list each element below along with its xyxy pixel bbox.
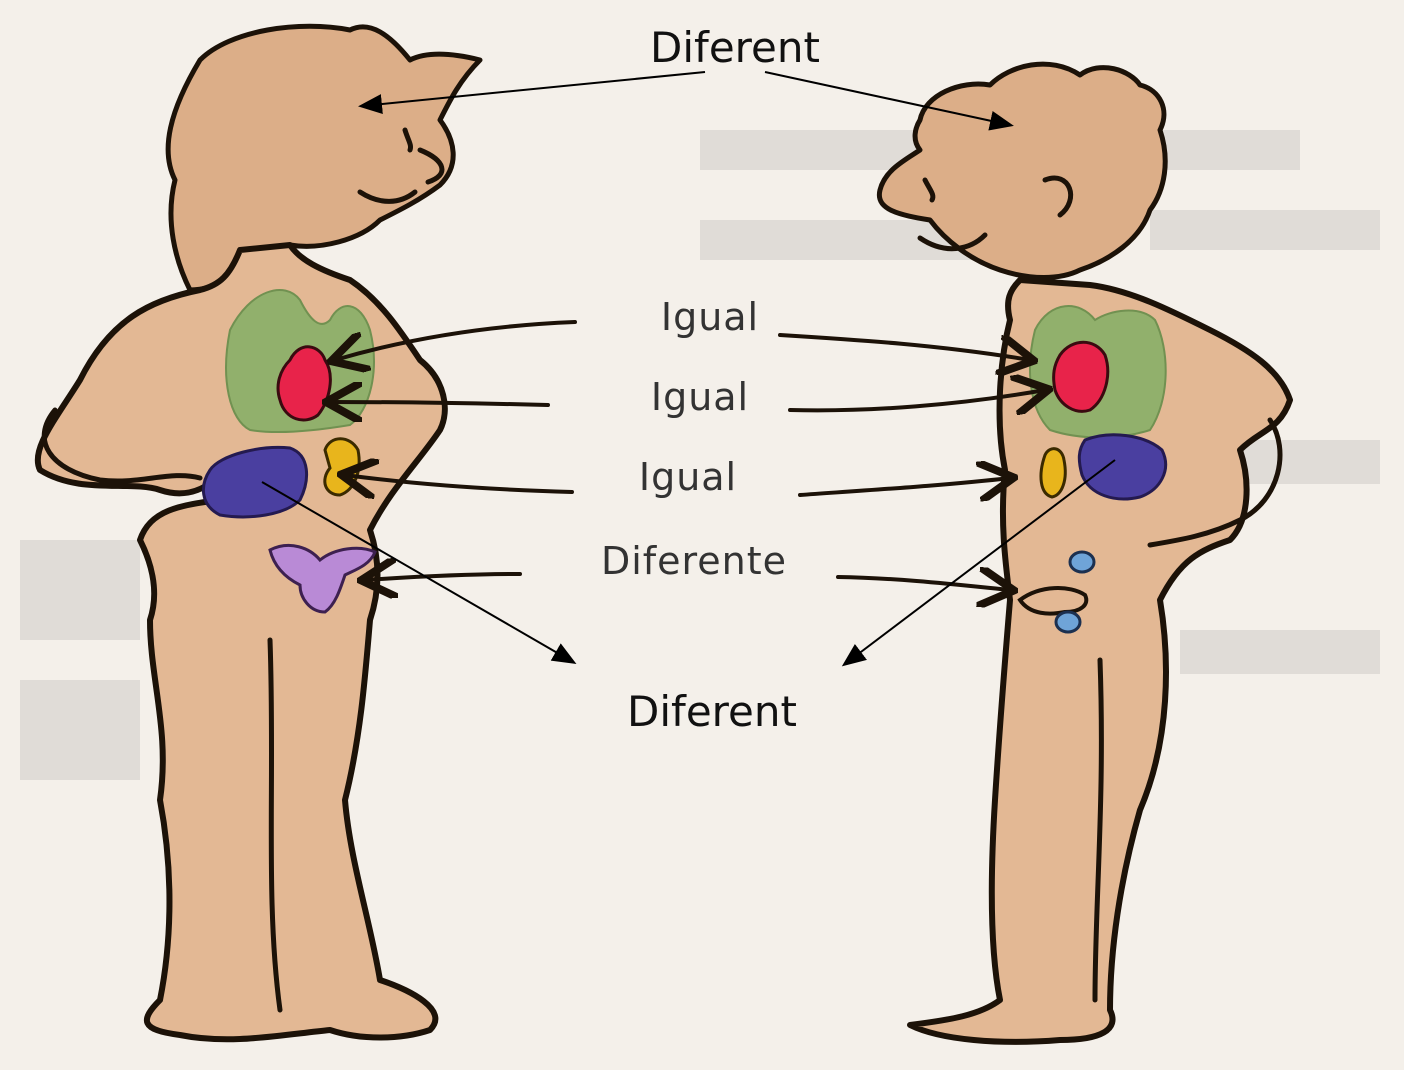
reproductive-label: Diferente xyxy=(601,539,787,583)
male-heart xyxy=(1054,342,1108,411)
male-stomach xyxy=(1079,435,1165,499)
top-label: Diferent xyxy=(650,23,820,72)
digestive-label: Igual xyxy=(639,455,737,499)
lungs-label: Igual xyxy=(661,295,759,339)
bottom-label: Diferent xyxy=(627,687,797,736)
male-testis-upper xyxy=(1070,552,1094,572)
male-penis xyxy=(1020,588,1086,614)
male-liver xyxy=(1041,449,1065,497)
heart-label: Igual xyxy=(651,375,749,419)
male-testis-lower xyxy=(1056,612,1080,632)
